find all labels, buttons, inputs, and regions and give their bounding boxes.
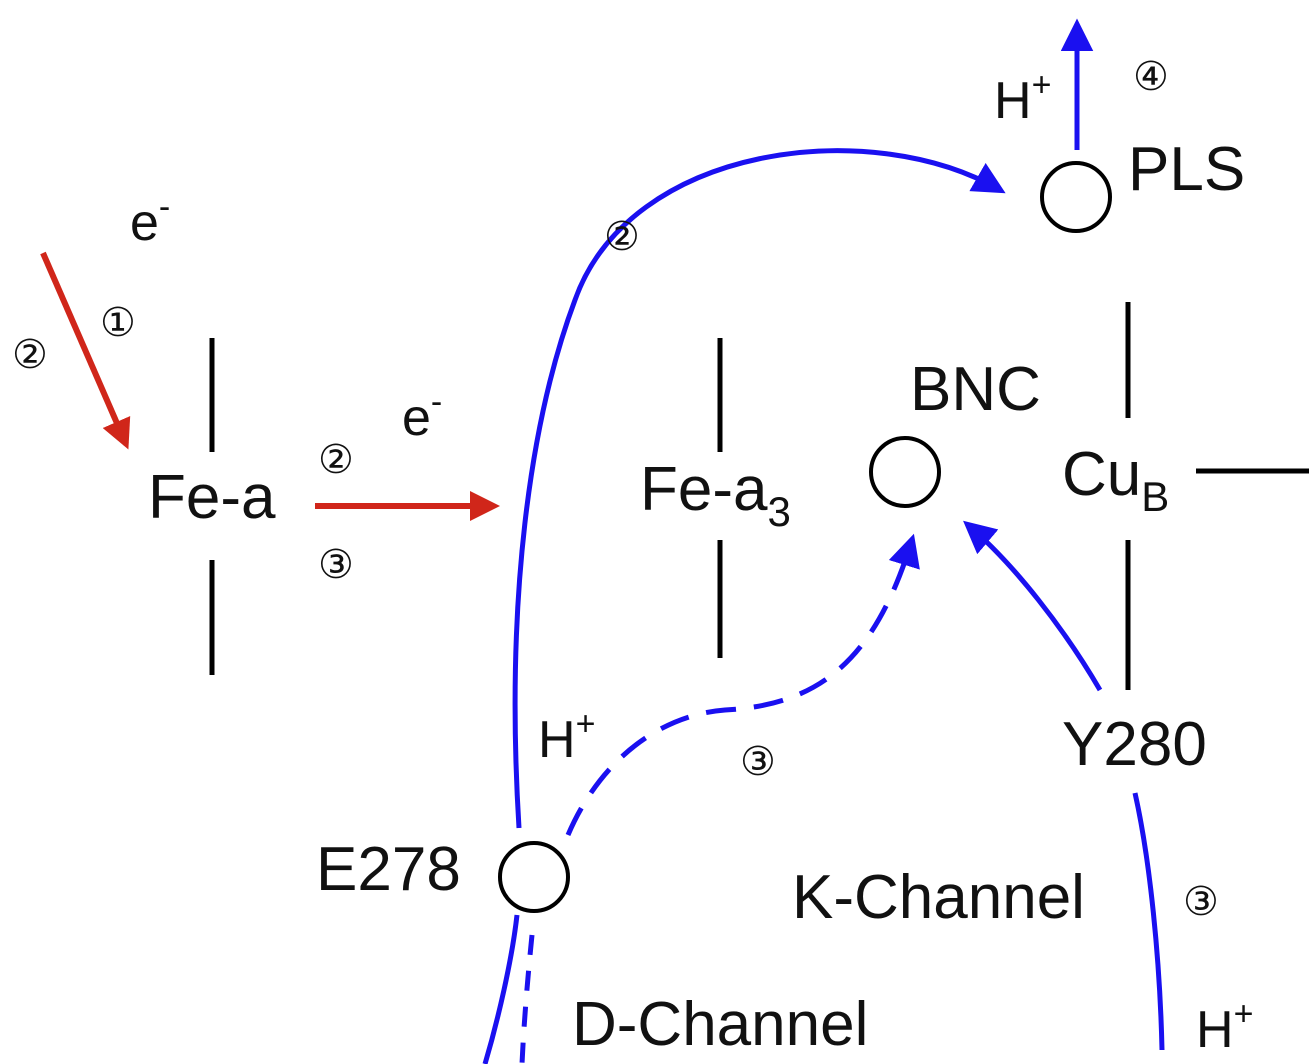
- proton-top-label: H+: [994, 66, 1051, 130]
- bnc-label: BNC: [910, 355, 1041, 424]
- step-marker-3-mid: ③: [318, 543, 354, 587]
- step-marker-2-arc: ②: [604, 215, 640, 259]
- fe-a-label: Fe-a: [148, 463, 276, 532]
- bnc-site: [869, 436, 941, 508]
- proton-bottom-label: H+: [1196, 995, 1253, 1059]
- e278-label: E278: [316, 835, 461, 904]
- pls-site: [1040, 161, 1112, 233]
- d-channel-dashed-path: [519, 934, 535, 1064]
- fe-a3-label: Fe-a3: [640, 455, 791, 535]
- d-channel-label: D-Channel: [572, 990, 868, 1059]
- cub-label: CuB: [1062, 440, 1169, 520]
- pls-label: PLS: [1128, 135, 1245, 204]
- d-channel-solid-path: [482, 914, 520, 1064]
- k-channel-pathway: [1132, 792, 1165, 1051]
- proton-mid-label: H+: [538, 705, 595, 769]
- electron-input-arrow: [40, 251, 131, 450]
- step-marker-4-top: ④: [1133, 55, 1169, 99]
- step-marker-2-mid: ②: [318, 438, 354, 482]
- step-marker-2-left: ②: [12, 333, 48, 377]
- electron-top-label: e-: [130, 188, 170, 252]
- step-marker-3-k: ③: [1183, 880, 1219, 924]
- electron-mid-label: e-: [402, 383, 442, 447]
- y280-to-bnc-pathway: [963, 520, 1103, 692]
- k-channel-label: K-Channel: [792, 863, 1085, 932]
- step-marker-3-dashed: ③: [740, 740, 776, 784]
- pls-arc-pathway: [512, 148, 1006, 829]
- y280-label: Y280: [1062, 710, 1207, 779]
- step-marker-1-left: ①: [100, 301, 136, 345]
- e278-site: [498, 841, 570, 913]
- bnc-dashed-pathway: [565, 533, 920, 836]
